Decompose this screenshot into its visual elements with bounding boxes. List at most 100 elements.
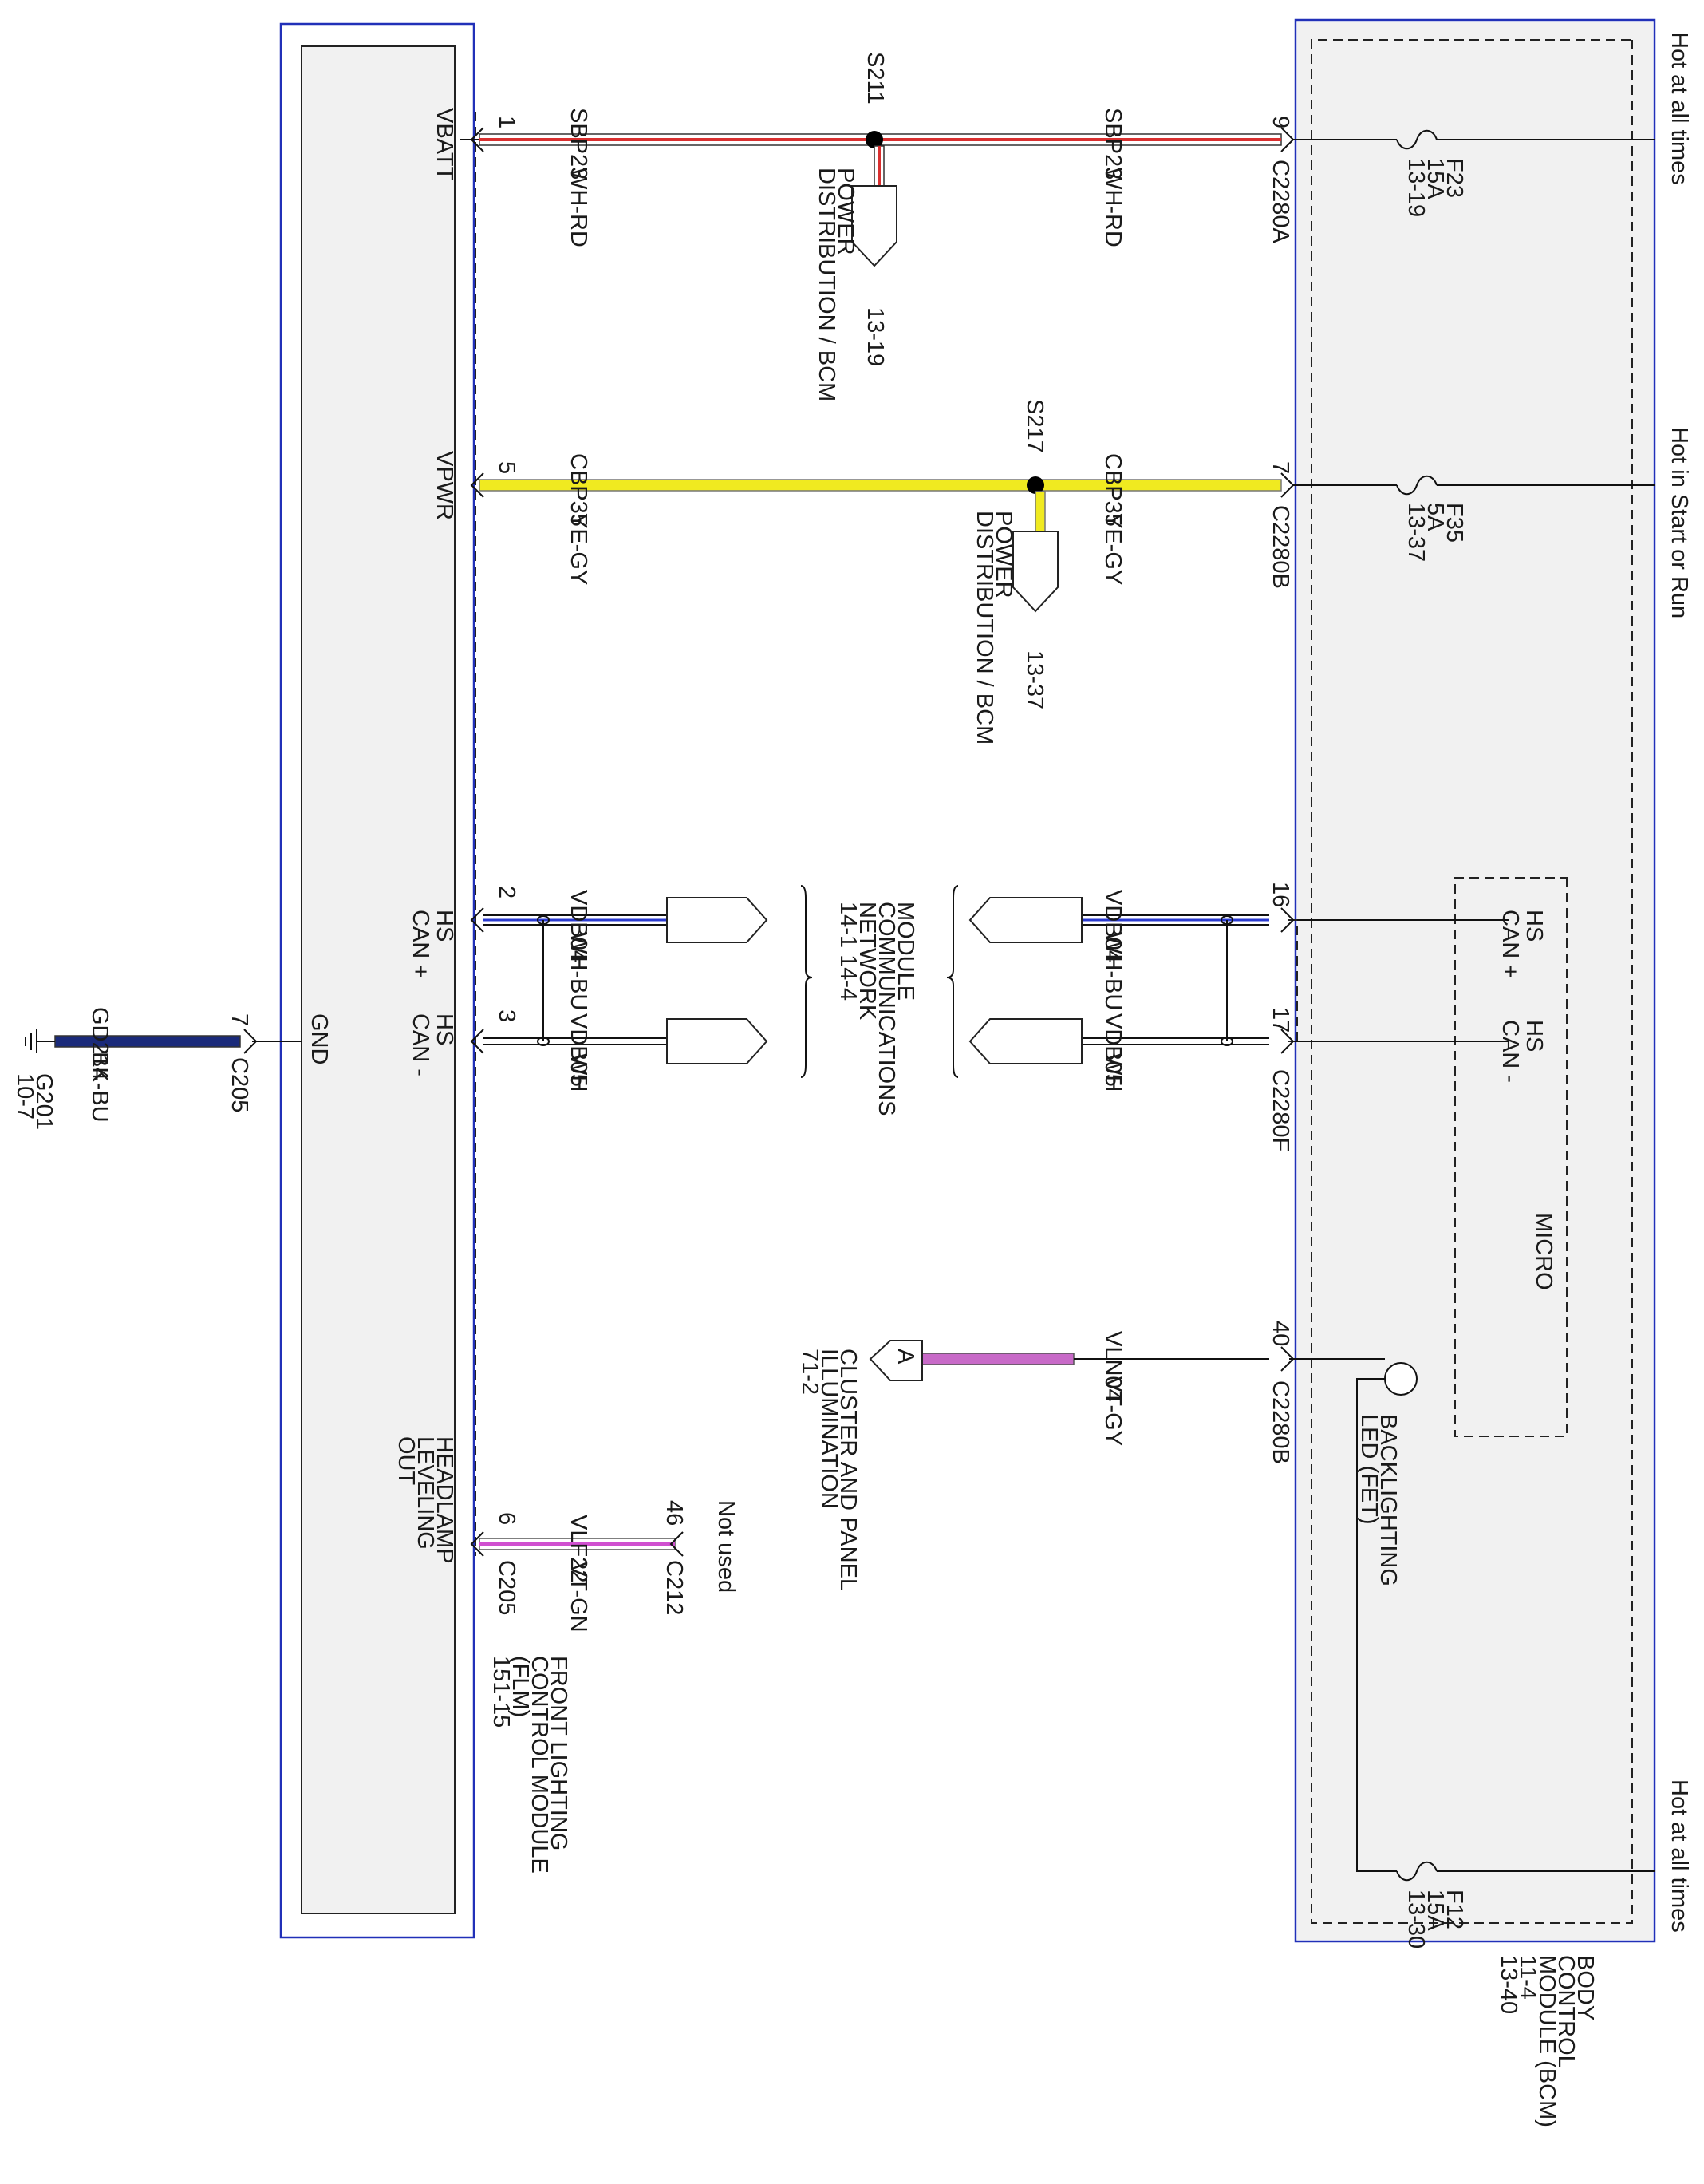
fuse-f35-rating: 5A <box>1422 503 1448 531</box>
cbp35-right-connector: C2280B <box>1268 505 1293 589</box>
vdb05-right-ref-arrow <box>968 1018 1083 1064</box>
bcm-name-3: MODULE (BCM) <box>1534 1955 1560 2127</box>
sbp23-code-right: SBP23 <box>1100 108 1126 180</box>
vlf22-left-connector: C205 <box>494 1560 519 1615</box>
backlighting-label-1: BACKLIGHTING <box>1375 1414 1401 1586</box>
bcm-name-1: BODY <box>1572 1955 1598 2020</box>
cbp35-code-left: CBP35 <box>566 453 591 527</box>
sbp23-right-pin: 9 <box>1268 116 1293 128</box>
fuse-f35: Hot in Start or Run F35 5A 13-37 <box>1292 427 1692 618</box>
flm-body <box>301 45 456 1914</box>
fuse-f23-ref: 13-19 <box>1403 158 1429 217</box>
fuse-f12-rating: 15A <box>1422 1890 1448 1931</box>
vdb04-color-left: WH-BU <box>566 932 591 1010</box>
network-refs: 14-1 14-4 <box>835 902 861 1001</box>
fuse-f12: Hot at all times F12 15A 13-30 <box>1356 1378 1692 1949</box>
vlf22-right-connector: C212 <box>661 1560 687 1615</box>
cluster-line1: CLUSTER AND PANEL <box>835 1349 861 1591</box>
flm-name-4: 151-15 <box>488 1656 514 1728</box>
fuse-f12-name: F12 <box>1442 1890 1467 1929</box>
splice-s211-line1: POWER <box>833 168 858 255</box>
vdb04-code-right: VDB04 <box>1100 890 1126 963</box>
fuse-f23-name: F23 <box>1442 158 1467 198</box>
network-line3: NETWORK <box>854 902 880 1021</box>
splice-s211-ref-arrow <box>851 185 897 267</box>
cluster-ref-arrow <box>869 1340 923 1381</box>
circuit-cbp35: S217 POWER DISTRIBUTION / BCM 13-37 CBP3… <box>479 399 1293 744</box>
splice-s217-ref-arrow <box>1012 531 1059 613</box>
splice-s217-line1: POWER <box>991 511 1016 598</box>
flm-module: VBATT VPWR HS CAN + HS CAN - GND HEADLAM… <box>279 22 571 1939</box>
vdb05-right-pin: 17 <box>1268 1007 1293 1033</box>
cbp35-left-pin: 5 <box>494 461 519 474</box>
circuit-vln04: A CLUSTER AND PANEL ILLUMINATION 71-2 BA… <box>797 1321 1418 1591</box>
flm-name-3: (FLM) <box>507 1656 533 1717</box>
bcm-hs-can-minus-2: CAN - <box>1497 1020 1523 1083</box>
bcm-name-5: 13-40 <box>1496 1955 1521 2014</box>
flm-pin-hs-can-plus-2: CAN + <box>408 910 433 978</box>
cbp35-color-left: YE-GY <box>566 513 591 585</box>
bcm-hs-can-plus-2: CAN + <box>1497 910 1523 978</box>
vdb05-color-left: WH <box>566 1053 591 1092</box>
splice-s217-ref: 13-37 <box>1022 650 1047 709</box>
vdb04-left-ref-arrow <box>666 897 768 943</box>
cbp35-code-right: CBP35 <box>1100 453 1126 527</box>
cbp35-right-pin: 7 <box>1268 461 1293 474</box>
splice-s217-line2: DISTRIBUTION / BCM <box>972 511 997 744</box>
feed-bottom: Hot at all times <box>1667 1779 1692 1933</box>
connector-arrows-left <box>470 127 684 1557</box>
flm-pin-hs-can-plus-1: HS <box>432 910 457 942</box>
cluster-line2: ILLUMINATION <box>816 1349 842 1509</box>
vdb04-right-pin: 16 <box>1268 882 1293 907</box>
flm-pin-headlamp-1: HEADLAMP <box>432 1436 457 1564</box>
flm-pin-gnd: GND <box>306 1013 332 1064</box>
vlf22-left-pin: 6 <box>494 1512 519 1525</box>
vdb05-code-right: VDB05 <box>1100 1013 1126 1087</box>
vdb05-right-connector: C2280F <box>1268 1069 1293 1151</box>
splice-s217-name: S217 <box>1022 399 1047 453</box>
circuit-gd214: GD214 BK-BU 7 C205 G201 10-7 <box>12 1007 302 1130</box>
sbp23-color-left: WH-RD <box>566 168 591 247</box>
vlf22-code: VLF22 <box>566 1515 591 1582</box>
flm-pin-headlamp-3: OUT <box>393 1436 419 1486</box>
flm-name-2: CONTROL MODULE <box>527 1656 552 1874</box>
fuse-f23-rating: 15A <box>1422 158 1448 199</box>
flm-name-1: FRONT LIGHTING <box>546 1656 571 1850</box>
feed-top: Hot at all times <box>1667 32 1692 185</box>
bcm-module: MICRO HS CAN + HS CAN - BODY CONTROL MOD… <box>1294 18 1656 2127</box>
bcm-name-2: CONTROL <box>1553 1955 1579 2068</box>
network-line2: COMMUNICATIONS <box>874 902 899 1116</box>
connector-arrows-right <box>243 127 1295 1372</box>
gd214-code: GD214 <box>87 1007 112 1080</box>
sbp23-code-left: SBP23 <box>566 108 591 180</box>
gd214-pin: 7 <box>227 1013 252 1026</box>
circuit-hs-can: MODULE COMMUNICATIONS NETWORK 14-1 14-4 … <box>483 882 1509 1151</box>
gd214-color: BK-BU <box>87 1052 112 1123</box>
vln04-connector: C2280B <box>1268 1380 1293 1464</box>
flm-pin-vpwr: VPWR <box>432 451 457 520</box>
backlighting-label-2: LED (FET) <box>1356 1414 1382 1525</box>
gd214-ground-ref: 10-7 <box>12 1073 37 1120</box>
splice-s211-line2: DISTRIBUTION / BCM <box>814 168 839 401</box>
vdb05-left-ref-arrow <box>666 1018 768 1064</box>
vln04-code: VLN04 <box>1100 1331 1126 1402</box>
vdb04-code-left: VDB04 <box>566 890 591 963</box>
vdb04-color-right: WH-BU <box>1100 932 1126 1010</box>
flm-pin-headlamp-2: LEVELING <box>412 1436 438 1550</box>
bcm-name-4: 11-4 <box>1515 1955 1540 2000</box>
splice-s211 <box>866 131 883 148</box>
feed-middle: Hot in Start or Run <box>1667 427 1692 618</box>
circuit-sbp23: S211 POWER DISTRIBUTION / BCM 13-19 SBP2… <box>460 52 1293 401</box>
sbp23-right-connector: C2280A <box>1268 160 1293 243</box>
micro-block <box>1454 877 1568 1437</box>
backlighting-led-icon <box>1384 1362 1418 1396</box>
bcm-frame <box>1294 18 1656 1943</box>
flm-pin-vbatt: VBATT <box>432 108 457 181</box>
cbp35-color-right: YE-GY <box>1100 513 1126 585</box>
sbp23-color-right: WH-RD <box>1100 168 1126 247</box>
vdb05-left-pin: 3 <box>494 1009 519 1022</box>
vdb04-left-pin: 2 <box>494 886 519 898</box>
vdb04-right-ref-arrow <box>968 897 1083 943</box>
vdb05-color-right: WH <box>1100 1053 1126 1092</box>
